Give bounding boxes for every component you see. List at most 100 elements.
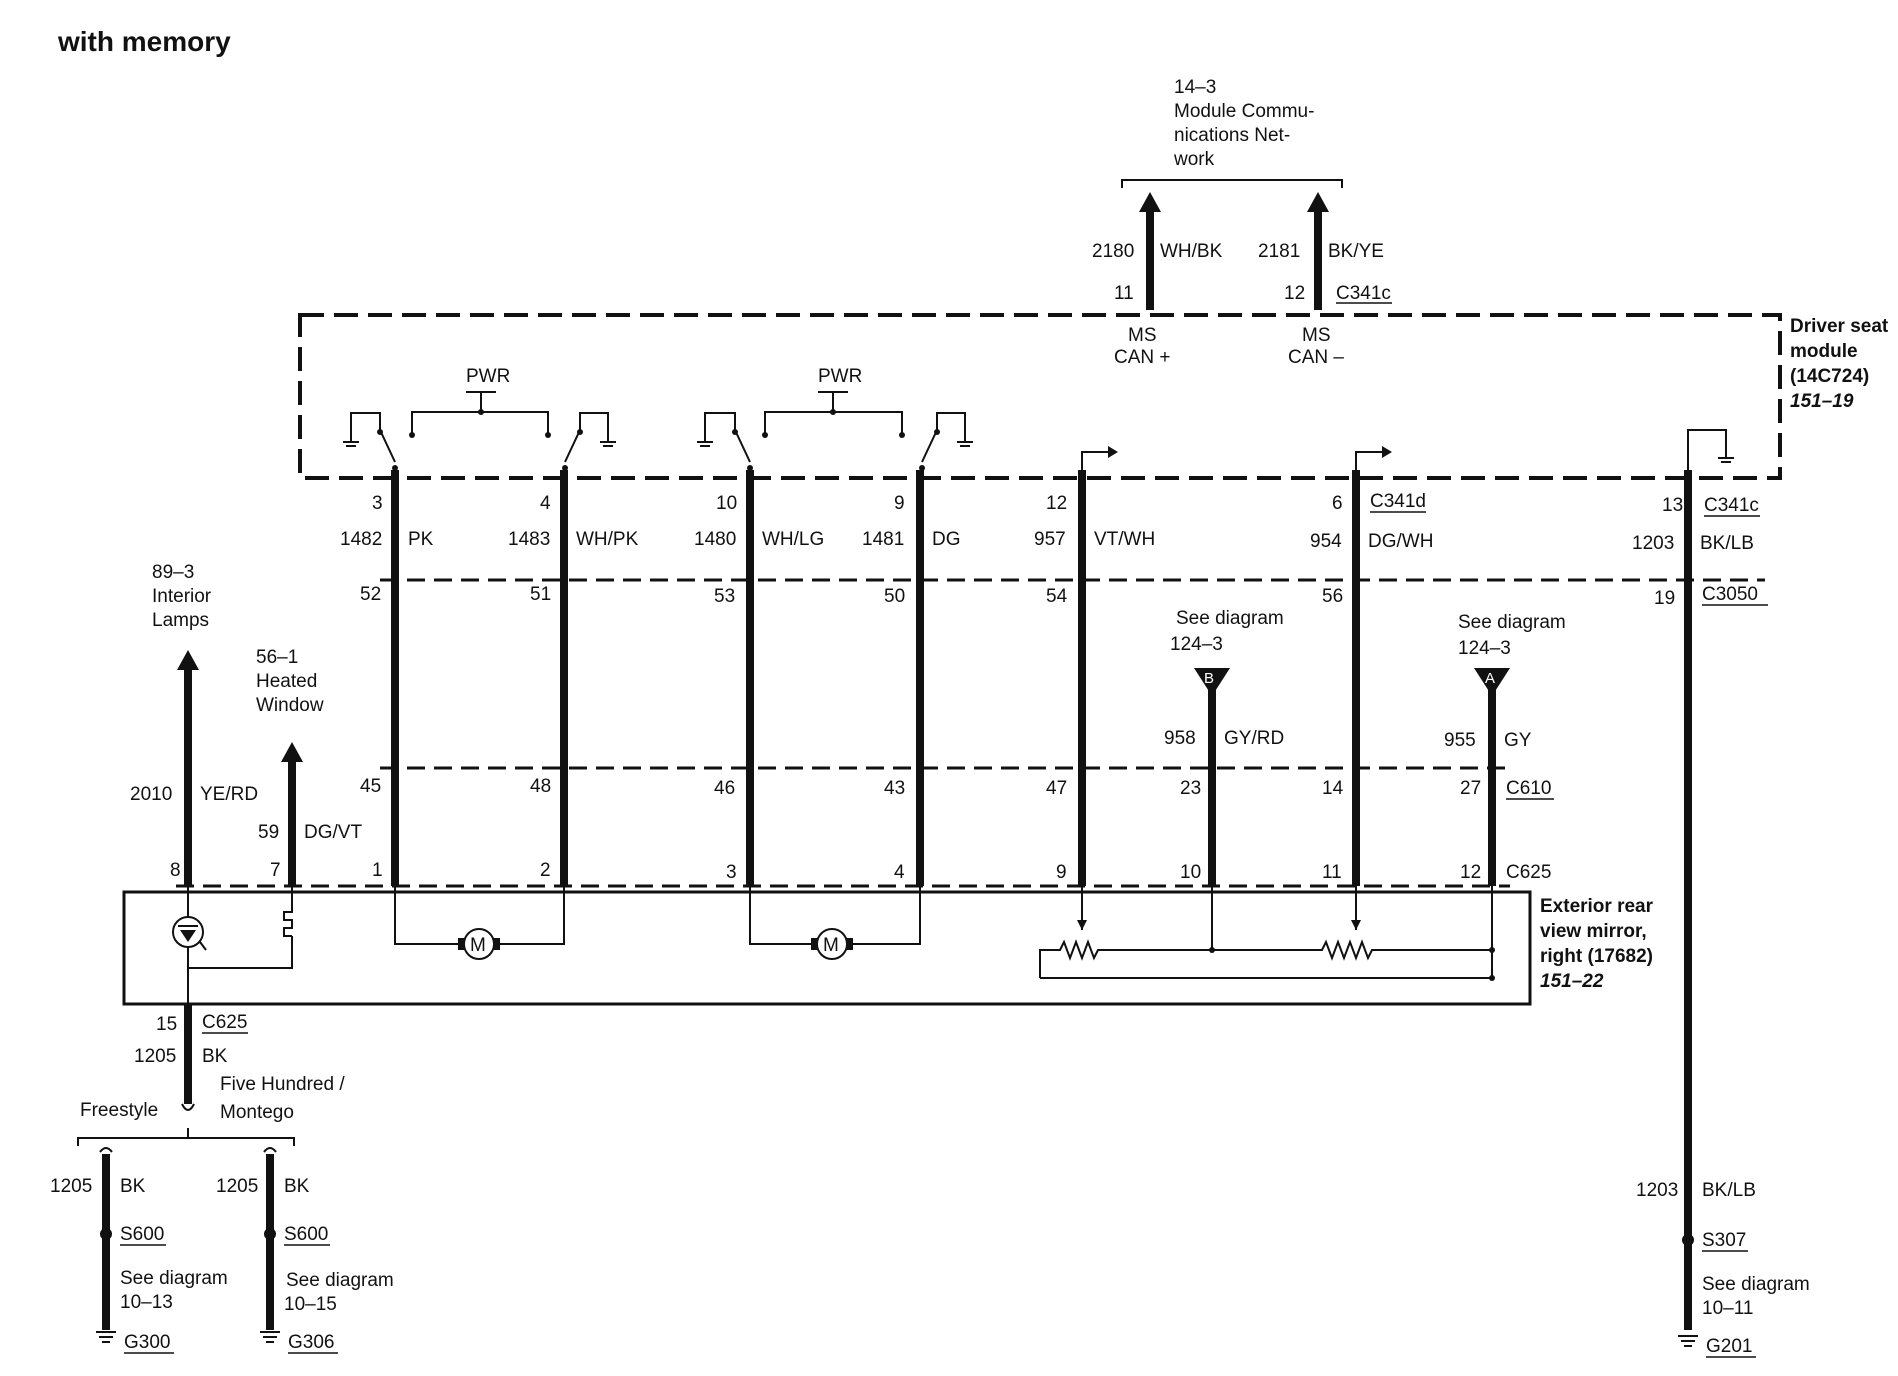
svg-text:51: 51 xyxy=(530,584,551,605)
svg-text:See diagram: See diagram xyxy=(120,1268,228,1289)
pin-13: 13 xyxy=(1662,495,1683,516)
ms-can-minus-label-2: CAN – xyxy=(1288,347,1344,368)
arrow-up-icon xyxy=(1307,192,1329,212)
pin-9: 9 xyxy=(894,493,905,514)
mirror-label-3: right (17682) xyxy=(1540,946,1653,967)
svg-text:45: 45 xyxy=(360,776,381,797)
arrow-up-icon xyxy=(1139,192,1161,212)
svg-text:10–11: 10–11 xyxy=(1702,1298,1753,1319)
svg-text:1203: 1203 xyxy=(1636,1180,1678,1201)
tag-a: A xyxy=(1485,670,1495,687)
circuit-958: 958 xyxy=(1164,728,1196,749)
color-dg: DG xyxy=(932,529,961,550)
arrow-up-icon xyxy=(281,742,303,762)
svg-text:46: 46 xyxy=(714,778,735,799)
color-whlg: WH/LG xyxy=(762,529,824,550)
svg-text:2: 2 xyxy=(540,860,551,881)
ground-branch-right: 1203 BK/LB S307 See diagram 10–11 G201 xyxy=(1636,1180,1810,1358)
mcn-ref: 14–3 xyxy=(1174,77,1216,98)
relay-group-1: PWR xyxy=(343,366,616,471)
svg-text:Freestyle: Freestyle xyxy=(80,1100,158,1121)
svg-text:14: 14 xyxy=(1322,778,1344,799)
circuit-954: 954 xyxy=(1310,531,1342,552)
see-diagram-a-ref: 124–3 xyxy=(1458,638,1511,659)
svg-text:43: 43 xyxy=(884,778,905,799)
svg-text:12: 12 xyxy=(1460,862,1481,883)
color-dgwh: DG/WH xyxy=(1368,531,1433,552)
relay-group-2: PWR xyxy=(697,366,973,471)
pin-10: 10 xyxy=(716,493,737,514)
c610-pins: 45 48 46 43 47 23 14 27 C610 xyxy=(360,776,1554,800)
connector-c610: C610 xyxy=(1506,778,1551,799)
svg-text:23: 23 xyxy=(1180,778,1201,799)
connector-c625: C625 xyxy=(1506,862,1551,883)
dsm-ref: 151–19 xyxy=(1790,391,1854,412)
sensor-b-labels: See diagram 124–3 958 GY/RD xyxy=(1164,608,1284,749)
svg-text:1205: 1205 xyxy=(134,1046,176,1067)
ground-g300: G300 xyxy=(124,1332,170,1353)
mirror-label-2: view mirror, xyxy=(1540,921,1647,942)
splice-s600-mid: S600 xyxy=(284,1224,328,1245)
svg-text:56–1: 56–1 xyxy=(256,647,298,668)
motor-icon: M xyxy=(394,886,565,960)
svg-text:9: 9 xyxy=(1056,862,1067,883)
svg-text:19: 19 xyxy=(1654,588,1675,609)
svg-text:15: 15 xyxy=(156,1014,177,1035)
pin-12: 12 xyxy=(1046,493,1067,514)
connector-a-tag xyxy=(1474,668,1510,696)
mcn-label-3: work xyxy=(1173,149,1215,170)
see-diagram-b-ref: 124–3 xyxy=(1170,634,1223,655)
svg-text:56: 56 xyxy=(1322,586,1343,607)
color-pk: PK xyxy=(408,529,434,550)
color-gy: GY xyxy=(1504,730,1532,751)
connector-c341d: C341d xyxy=(1370,491,1426,512)
mcn-bracket xyxy=(1121,179,1343,188)
ground-main: 15 C625 1205 BK Five Hundred / Montego F… xyxy=(77,1004,345,1146)
splice-s600-left: S600 xyxy=(120,1224,164,1245)
svg-text:11: 11 xyxy=(1322,862,1342,883)
svg-text:52: 52 xyxy=(360,584,381,605)
pin-6: 6 xyxy=(1332,493,1343,514)
svg-text:4: 4 xyxy=(894,862,905,883)
harness-wires xyxy=(391,470,1692,1238)
svg-text:Lamps: Lamps xyxy=(152,610,209,631)
color-yerd: YE/RD xyxy=(200,784,258,805)
wire-2180-pin: 11 xyxy=(1114,283,1134,304)
connector-c3050: C3050 xyxy=(1702,584,1758,605)
svg-text:10–15: 10–15 xyxy=(284,1294,337,1315)
svg-text:BK: BK xyxy=(284,1176,310,1197)
circuit-1480: 1480 xyxy=(694,529,736,550)
svg-text:M: M xyxy=(823,935,839,956)
circuit-labels: 1482 PK 1483 WH/PK 1480 WH/LG 1481 DG 95… xyxy=(340,529,1754,554)
svg-text:27: 27 xyxy=(1460,778,1481,799)
ground-g306: G306 xyxy=(288,1332,334,1353)
mirror-box xyxy=(122,890,1532,1006)
svg-text:48: 48 xyxy=(530,776,551,797)
color-whpk: WH/PK xyxy=(576,529,639,550)
color-gyrd: GY/RD xyxy=(1224,728,1284,749)
dsm-label-1: Driver seat xyxy=(1790,316,1889,337)
ground-g201: G201 xyxy=(1706,1336,1752,1357)
circuit-1482: 1482 xyxy=(340,529,382,550)
see-diagram-a: See diagram xyxy=(1458,612,1566,633)
circuit-59: 59 xyxy=(258,822,279,843)
circuit-955: 955 xyxy=(1444,730,1476,751)
svg-text:BK/LB: BK/LB xyxy=(1702,1180,1756,1201)
connector-c625-lower: C625 xyxy=(202,1012,247,1033)
arrow-up-icon xyxy=(177,650,199,670)
ground-branch-left: 1205 BK S600 See diagram 10–13 G300 xyxy=(50,1147,228,1354)
connector-b-tag xyxy=(1194,668,1230,696)
ground-branch-mid: 1205 BK S600 See diagram 10–15 G306 xyxy=(216,1147,394,1354)
svg-text:See diagram: See diagram xyxy=(286,1270,394,1291)
svg-text:1205: 1205 xyxy=(50,1176,92,1197)
svg-text:Window: Window xyxy=(256,695,324,716)
mcn-group: 14–3 Module Commu- nications Net- work 2… xyxy=(1092,77,1392,368)
svg-text:10–13: 10–13 xyxy=(120,1292,173,1313)
svg-text:1: 1 xyxy=(372,860,383,881)
lamp-icon xyxy=(172,886,293,1008)
color-dgvt: DG/VT xyxy=(304,822,362,843)
wire-2180-color: WH/BK xyxy=(1160,241,1223,262)
svg-text:7: 7 xyxy=(270,860,281,881)
dsm-label-2: module xyxy=(1790,341,1858,362)
ms-can-plus-label-2: CAN + xyxy=(1114,347,1171,368)
